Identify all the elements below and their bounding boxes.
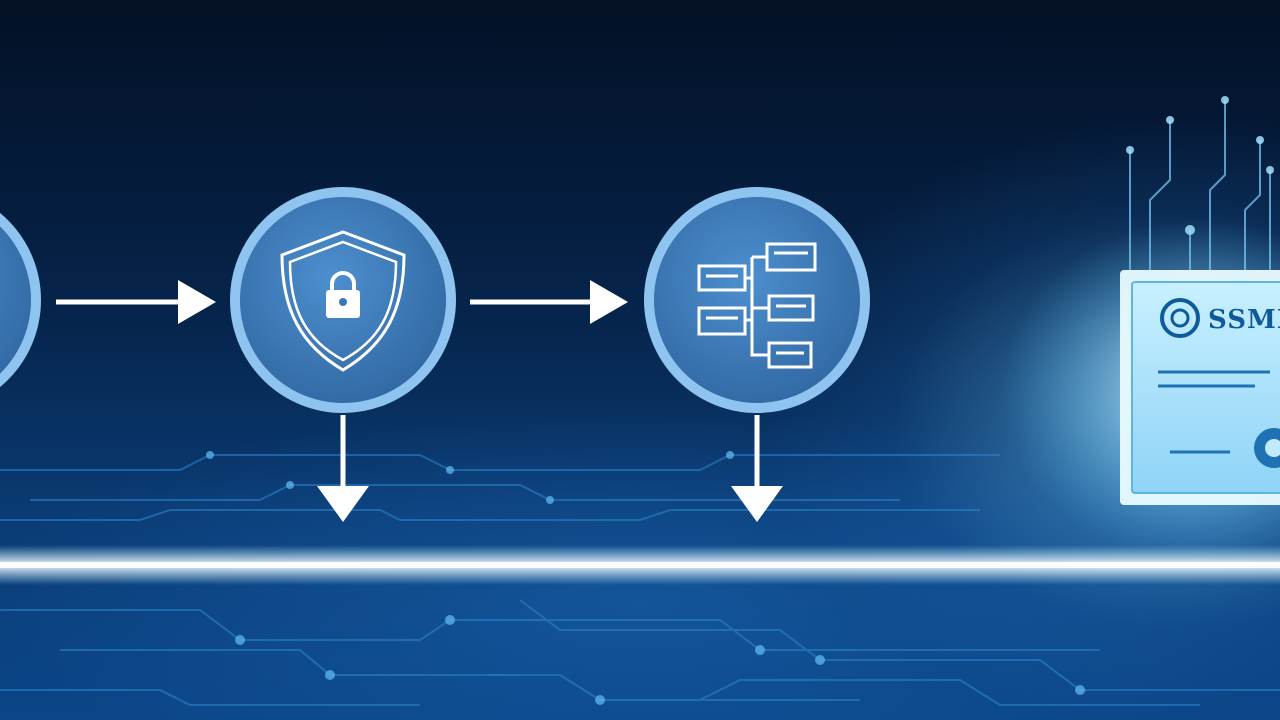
arrow-down-2: [731, 415, 783, 522]
node-security: [230, 187, 456, 413]
hierarchy-icon: [697, 242, 817, 369]
circuit-nodes: [206, 451, 1085, 705]
vertical-circuit-nodes: [1126, 96, 1274, 235]
certificate-lines: [1158, 370, 1270, 454]
circuit-traces: [0, 454, 1280, 706]
arrow-down-1: [317, 415, 369, 522]
shield-lock-icon: [280, 230, 406, 372]
light-band-core: [0, 562, 1280, 568]
node-structure: [644, 187, 870, 413]
node-left-partial: [0, 212, 41, 388]
seal-icon: [1160, 298, 1200, 338]
arrow-right-1: [56, 280, 216, 324]
certificate-card: SSMIL: [1120, 270, 1280, 505]
certificate-title: SSMIL: [1208, 305, 1280, 335]
gear-icon: [1254, 428, 1280, 468]
arrow-right-2: [470, 280, 628, 324]
